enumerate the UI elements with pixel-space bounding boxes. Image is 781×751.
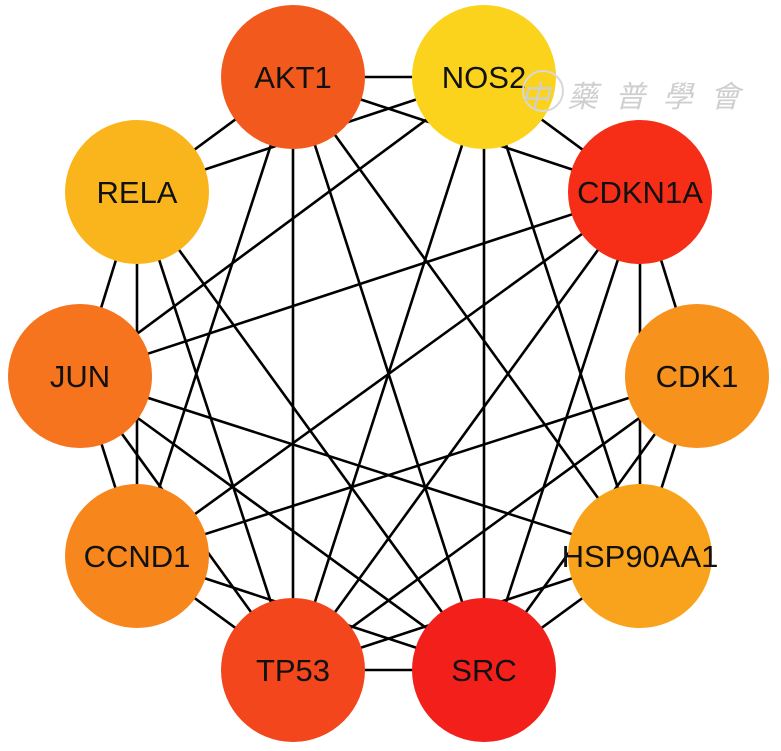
watermark-seal <box>522 70 564 112</box>
node-akt1: AKT1 <box>221 5 365 149</box>
edge-tp53-rela <box>135 191 295 671</box>
node-circle <box>412 598 556 742</box>
node-label: CDKN1A <box>577 175 703 210</box>
node-cdkn1a: CDKN1A <box>568 120 712 264</box>
node-circle <box>65 120 209 264</box>
node-tp53: TP53 <box>221 598 365 742</box>
edge-hsp90aa1-jun <box>79 374 641 558</box>
node-label: CCND1 <box>84 539 191 574</box>
node-circle <box>625 304 769 448</box>
node-label: TP53 <box>256 653 330 688</box>
node-label: JUN <box>50 359 110 394</box>
node-ccnd1: CCND1 <box>65 484 209 628</box>
node-label: NOS2 <box>442 60 526 95</box>
node-circle <box>412 5 556 149</box>
edge-src-rela <box>135 191 486 671</box>
node-label: SRC <box>451 653 516 688</box>
edge-nos2-hsp90aa1 <box>482 76 642 557</box>
watermark-text: 中 藥 普 學 會 <box>520 80 745 115</box>
edge-cdkn1a-tp53 <box>291 191 642 671</box>
node-label: RELA <box>97 175 178 210</box>
edge-cdkn1a-jun <box>79 190 641 378</box>
node-circle <box>221 5 365 149</box>
node-cdk1: CDK1 <box>625 304 769 448</box>
node-rela: RELA <box>65 120 209 264</box>
node-circle <box>568 120 712 264</box>
node-jun: JUN <box>8 304 152 448</box>
edge-cdk1-tp53 <box>292 374 698 672</box>
node-label: HSP90AA1 <box>562 539 719 574</box>
edge-nos2-jun <box>79 75 485 378</box>
node-circle <box>65 484 209 628</box>
node-label: CDK1 <box>656 359 739 394</box>
edge-src-jun <box>79 374 485 672</box>
node-circle <box>8 304 152 448</box>
node-label: AKT1 <box>254 60 332 95</box>
edge-akt1-ccnd1 <box>135 76 295 557</box>
edge-cdkn1a-ccnd1 <box>136 190 641 558</box>
edge-cdk1-ccnd1 <box>136 374 698 558</box>
node-circle <box>568 484 712 628</box>
node-nos2: NOS2 <box>412 5 556 149</box>
node-circle <box>221 598 365 742</box>
node-hsp90aa1: HSP90AA1 <box>562 484 719 628</box>
edge-cdkn1a-src <box>482 191 642 671</box>
node-src: SRC <box>412 598 556 742</box>
